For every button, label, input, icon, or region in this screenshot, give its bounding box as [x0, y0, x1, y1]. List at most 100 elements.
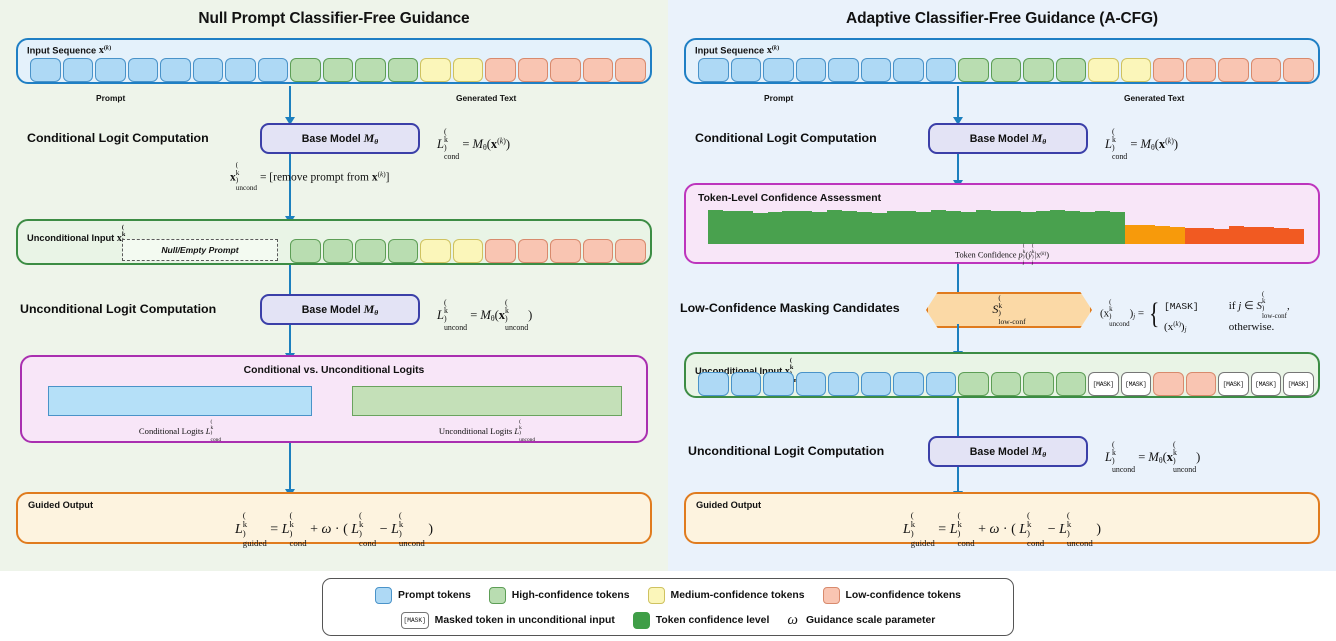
legend-item-omega: ω Guidance scale parameter [787, 612, 935, 629]
confidence-bar [782, 210, 798, 244]
confidence-bar [886, 210, 902, 244]
confidence-bar [722, 210, 738, 244]
confidence-bar [856, 211, 872, 244]
cases-lhs: (x(k)uncond)j = [1100, 299, 1145, 329]
token-blue [192, 58, 223, 82]
confidence-bar [1095, 210, 1111, 244]
token-blue [30, 58, 61, 82]
left-input-seq-math: x(k) [98, 45, 112, 57]
token-yellow [452, 58, 483, 82]
left-guided-output-label: Guided Output [28, 500, 94, 510]
token-blue [698, 372, 729, 396]
left-guided-equation: L(k)guided = L(k)cond + ω · ( L(k)cond −… [234, 510, 434, 549]
confidence-bar [1288, 228, 1304, 244]
token-blue [257, 58, 288, 82]
mask-token: [MASK] [1120, 372, 1151, 396]
confidence-bar [976, 210, 991, 244]
logits-comparison-box: Conditional vs. Unconditional Logits Con… [20, 355, 648, 443]
left-uncond-token-row [290, 239, 646, 263]
legend-row-symbols: [MASK] Masked token in unconditional inp… [323, 608, 1013, 632]
token-green [387, 239, 418, 263]
confidence-bar [1020, 212, 1036, 244]
legend-item-red: Low-confidence tokens [822, 586, 961, 604]
right-arrow-input-to-model [953, 86, 963, 125]
confidence-bar [1139, 225, 1155, 244]
token-green [1023, 372, 1054, 396]
confidence-bar [871, 212, 887, 244]
left-caption-generated: Generated Text [456, 93, 517, 103]
right-uncond-token-row: [MASK][MASK][MASK][MASK][MASK] [698, 372, 1314, 396]
confidence-bar [1214, 228, 1230, 244]
confidence-bar [1199, 228, 1215, 244]
token-green [290, 58, 321, 82]
token-confidence-title: Token-Level Confidence Assessment [698, 193, 882, 204]
legend-item-confidence: Token confidence level [632, 611, 769, 629]
token-blue [795, 372, 826, 396]
confidence-bar [737, 211, 753, 244]
confidence-bar [1065, 211, 1081, 244]
token-blue [893, 58, 924, 82]
unconditional-logits-bar [352, 386, 622, 416]
left-caption-prompt: Prompt [96, 93, 126, 103]
confidence-bar [1258, 227, 1274, 244]
right-token-row [698, 58, 1314, 82]
low-conf-set-hexagon: S(k)low-conf [926, 292, 1092, 328]
token-red [582, 58, 613, 82]
token-red [1218, 58, 1249, 82]
right-caption-generated: Generated Text [1124, 93, 1185, 103]
confidence-bar [946, 211, 962, 244]
logits-comparison-title: Conditional vs. Unconditional Logits [243, 365, 425, 376]
right-panel-title: Adaptive Classifier-Free Guidance (A-CFG… [846, 10, 1158, 27]
right-unconditional-input-box: Unconditional Input x(k)uncond [MASK][MA… [684, 352, 1320, 398]
right-input-sequence-box: Input Sequence x(k) [684, 38, 1320, 84]
confidence-bar [827, 210, 843, 244]
legend-item-green: High-confidence tokens [488, 586, 630, 604]
omega-symbol: ω [787, 611, 798, 628]
token-red [1153, 372, 1184, 396]
legend-label: High-confidence tokens [511, 589, 630, 601]
token-blue [925, 372, 956, 396]
token-blue [763, 372, 794, 396]
token-green [958, 58, 989, 82]
token-red [582, 239, 613, 263]
mask-token-icon: [MASK] [400, 611, 429, 629]
token-confidence-caption: Token Confidence p(k)j(ŷ(k)j|x(k)) [954, 243, 1050, 267]
confidence-bar [1244, 226, 1259, 244]
token-red [517, 239, 548, 263]
confidence-level-swatch [632, 611, 650, 629]
token-red [485, 239, 516, 263]
right-stage-masking: Low-Confidence Masking Candidates [680, 301, 900, 315]
right-base-model-uncond: Base Model Mθ [928, 436, 1088, 467]
cases-row-otherwise: (x(k))j otherwise. [1164, 320, 1290, 336]
legend-item-yellow: Medium-confidence tokens [647, 586, 805, 604]
confidence-bar [931, 210, 947, 244]
legend-label-omega: Guidance scale parameter [805, 614, 936, 626]
cases-row-mask: [MASK] if j ∈ S(k)low-conf, [1164, 291, 1290, 321]
confidence-bar [797, 211, 813, 244]
confidence-bar [990, 210, 1006, 244]
right-stage-conditional: Conditional Logit Computation [695, 131, 877, 145]
cases-rows: [MASK] if j ∈ S(k)low-conf, (x(k))j othe… [1164, 291, 1290, 336]
right-arrow-model-to-conf [953, 154, 963, 188]
confidence-bar [901, 211, 917, 244]
token-red [1185, 58, 1216, 82]
token-confidence-chart [708, 209, 1304, 244]
legend-label: Medium-confidence tokens [670, 589, 805, 601]
left-eq-conditional: L(k)cond = Mθ(x(k)) [437, 127, 511, 162]
token-green [990, 58, 1021, 82]
token-green [1055, 58, 1086, 82]
left-input-sequence-box: Input Sequence x(k) [16, 38, 652, 84]
token-red [485, 58, 516, 82]
low-conf-set-label: S(k)low-conf [992, 292, 1026, 326]
token-red [1250, 58, 1281, 82]
yellow-swatch [647, 586, 665, 604]
token-red [517, 58, 548, 82]
token-blue [893, 372, 924, 396]
left-unconditional-input-box: Unconditional Input x(k)uncond Null/Empt… [16, 219, 652, 265]
left-arrow-model-to-compare [285, 325, 295, 361]
token-yellow [1120, 58, 1151, 82]
left-base-model-uncond: Base Model Mθ [260, 294, 420, 325]
token-green [322, 58, 353, 82]
right-arrow-model-to-output [953, 467, 963, 499]
